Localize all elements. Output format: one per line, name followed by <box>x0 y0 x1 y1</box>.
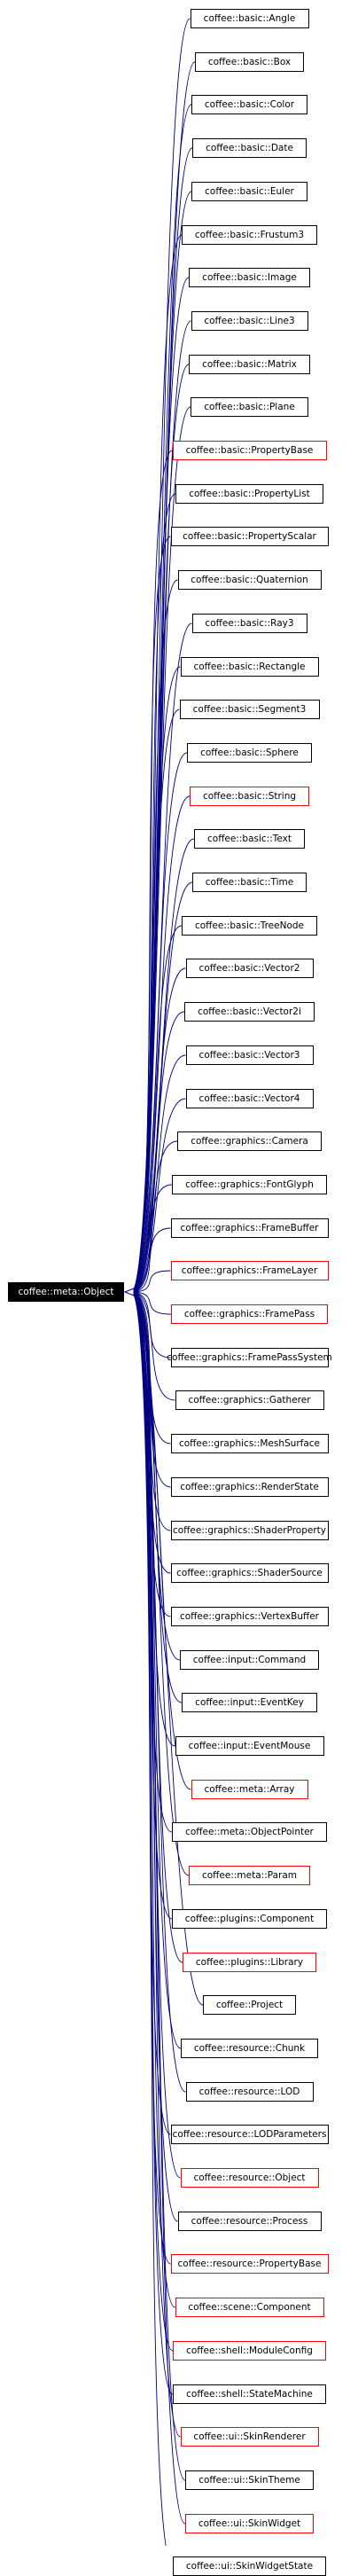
edge-coffee-meta-param <box>130 1291 190 1876</box>
class-node-graphics-meshsurface[interactable]: coffee::graphics::MeshSurface <box>170 1434 329 1453</box>
class-node-basic-image[interactable]: coffee::basic::Image <box>189 268 310 287</box>
class-node-basic-angle[interactable]: coffee::basic::Angle <box>190 9 309 28</box>
edge-coffee-graphics-shaderproperty <box>130 1291 171 1531</box>
class-node-resource-propertybase[interactable]: coffee::resource::PropertyBase <box>170 2254 329 2274</box>
edge-coffee-basic-vector3 <box>130 1054 186 1293</box>
class-node-graphics-renderstate[interactable]: coffee::graphics::RenderState <box>170 1477 329 1497</box>
class-node-graphics-framepass[interactable]: coffee::graphics::FramePass <box>171 1304 328 1324</box>
class-node-basic-sphere[interactable]: coffee::basic::Sphere <box>187 743 312 763</box>
class-node-scene-component[interactable]: coffee::scene::Component <box>175 2298 324 2317</box>
class-node-meta-array[interactable]: coffee::meta::Array <box>191 1780 308 1799</box>
class-node-resource-object[interactable]: coffee::resource::Object <box>180 2168 319 2188</box>
class-node-basic-time[interactable]: coffee::basic::Time <box>192 873 307 892</box>
class-node-input-eventmouse[interactable]: coffee::input::EventMouse <box>175 1736 324 1756</box>
edge-coffee-basic-angle <box>130 18 191 1293</box>
class-node-resource-chunk[interactable]: coffee::resource::Chunk <box>181 2039 318 2058</box>
edge-coffee-basic-sphere <box>130 752 188 1293</box>
class-node-shell-moduleconfig[interactable]: coffee::shell::ModuleConfig <box>173 2341 326 2361</box>
edge-coffee-shell-statemachine <box>130 1291 174 2395</box>
class-node-resource-lodparameters[interactable]: coffee::resource::LODParameters <box>170 2125 329 2144</box>
class-node-ui-skintheme[interactable]: coffee::ui::SkinTheme <box>185 2470 314 2490</box>
class-node-shell-statemachine[interactable]: coffee::shell::StateMachine <box>173 2384 326 2404</box>
class-node-basic-treenode[interactable]: coffee::basic::TreeNode <box>182 916 317 936</box>
class-node-basic-vector4[interactable]: coffee::basic::Vector4 <box>185 1089 314 1108</box>
edge-coffee-basic-treenode <box>130 925 183 1293</box>
class-node-plugins-library[interactable]: coffee::plugins::Library <box>183 1953 316 1972</box>
class-node-graphics-gatherer[interactable]: coffee::graphics::Gatherer <box>175 1390 324 1410</box>
edge-coffee-graphics-gatherer <box>130 1291 175 1401</box>
class-node-basic-vector2[interactable]: coffee::basic::Vector2 <box>185 959 314 978</box>
edge-coffee-input-eventmouse <box>130 1291 175 1747</box>
edge-coffee-basic-propertyscalar <box>130 536 171 1293</box>
class-node-basic-matrix[interactable]: coffee::basic::Matrix <box>189 355 310 374</box>
class-node-basic-rectangle[interactable]: coffee::basic::Rectangle <box>180 657 319 677</box>
edge-coffee-basic-vector2 <box>130 967 186 1293</box>
edge-coffee-basic-quaternion <box>130 579 178 1293</box>
inheritance-arrowhead <box>123 1288 135 1296</box>
class-node-resource-process[interactable]: coffee::resource::Process <box>177 2212 322 2231</box>
class-node-graphics-shadersource[interactable]: coffee::graphics::ShaderSource <box>170 1563 329 1583</box>
class-node-basic-propertybase[interactable]: coffee::basic::PropertyBase <box>172 441 327 460</box>
edge-coffee-resource-lod <box>130 1291 186 2093</box>
class-node-graphics-framebuffer[interactable]: coffee::graphics::FrameBuffer <box>170 1218 329 1238</box>
class-node-basic-date[interactable]: coffee::basic::Date <box>192 138 307 158</box>
class-node-meta-param[interactable]: coffee::meta::Param <box>189 1866 310 1885</box>
class-node-graphics-fontglyph[interactable]: coffee::graphics::FontGlyph <box>172 1175 327 1194</box>
class-node-plugins-component[interactable]: coffee::plugins::Component <box>172 1909 327 1929</box>
class-node-basic-box[interactable]: coffee::basic::Box <box>195 52 304 72</box>
class-node-basic-euler[interactable]: coffee::basic::Euler <box>191 182 307 201</box>
edge-coffee-graphics-meshsurface <box>130 1291 171 1445</box>
class-node-ui-skinwidgetstate[interactable]: coffee::ui::SkinWidgetState <box>173 2556 326 2576</box>
edge-coffee-graphics-framebuffer <box>130 1227 171 1293</box>
class-node-resource-lod[interactable]: coffee::resource::LOD <box>185 2082 314 2102</box>
edge-coffee-basic-string <box>130 795 191 1293</box>
class-node-basic-text[interactable]: coffee::basic::Text <box>194 829 305 849</box>
edge-coffee-graphics-fontglyph <box>130 1184 173 1293</box>
edge-coffee-basic-segment3 <box>130 709 180 1293</box>
class-node-basic-vector3[interactable]: coffee::basic::Vector3 <box>185 1045 314 1065</box>
edge-coffee-graphics-framepass <box>130 1291 172 1315</box>
class-node-basic-propertylist[interactable]: coffee::basic::PropertyList <box>175 484 323 504</box>
edge-coffee-basic-frustum3 <box>130 234 183 1293</box>
class-node-graphics-framelayer[interactable]: coffee::graphics::FrameLayer <box>170 1261 329 1280</box>
class-node-graphics-vertexbuffer[interactable]: coffee::graphics::VertexBuffer <box>170 1607 329 1626</box>
class-node-graphics-framepasssystem[interactable]: coffee::graphics::FramePassSystem <box>167 1348 332 1367</box>
edge-coffee-basic-vector2i <box>130 1011 185 1293</box>
class-node-graphics-camera[interactable]: coffee::graphics::Camera <box>177 1131 322 1151</box>
class-node-basic-color[interactable]: coffee::basic::Color <box>191 95 307 114</box>
edge-coffee-ui-skinwidgetstate <box>130 1291 167 2546</box>
class-node-basic-quaternion[interactable]: coffee::basic::Quaternion <box>177 570 322 590</box>
class-node-basic-vector2i[interactable]: coffee::basic::Vector2i <box>184 1002 315 1022</box>
edge-coffee-basic-text <box>130 838 195 1293</box>
class-node-basic-line3[interactable]: coffee::basic::Line3 <box>191 311 308 331</box>
class-node-ui-skinwidget[interactable]: coffee::ui::SkinWidget <box>185 2514 314 2533</box>
edge-coffee-ui-skinwidget <box>130 1291 186 2525</box>
class-node-basic-segment3[interactable]: coffee::basic::Segment3 <box>179 700 320 719</box>
root-node-meta-object: coffee::meta::Object <box>8 1282 124 1302</box>
class-node-basic-ray3[interactable]: coffee::basic::Ray3 <box>191 614 307 633</box>
class-node-graphics-shaderproperty[interactable]: coffee::graphics::ShaderProperty <box>170 1521 329 1540</box>
class-node-project[interactable]: coffee::Project <box>203 1995 296 2015</box>
edge-coffee-graphics-framelayer <box>130 1270 171 1293</box>
class-node-meta-objectpointer[interactable]: coffee::meta::ObjectPointer <box>172 1822 327 1842</box>
edge-coffee-graphics-camera <box>130 1140 178 1293</box>
class-node-input-eventkey[interactable]: coffee::input::EventKey <box>182 1693 317 1712</box>
class-node-basic-plane[interactable]: coffee::basic::Plane <box>191 397 308 417</box>
class-node-basic-propertyscalar[interactable]: coffee::basic::PropertyScalar <box>170 527 329 546</box>
class-node-ui-skinrenderer[interactable]: coffee::ui::SkinRenderer <box>180 2427 319 2447</box>
class-node-basic-string[interactable]: coffee::basic::String <box>190 787 309 806</box>
class-node-basic-frustum3[interactable]: coffee::basic::Frustum3 <box>182 225 317 245</box>
class-node-input-command[interactable]: coffee::input::Command <box>180 1650 319 1670</box>
